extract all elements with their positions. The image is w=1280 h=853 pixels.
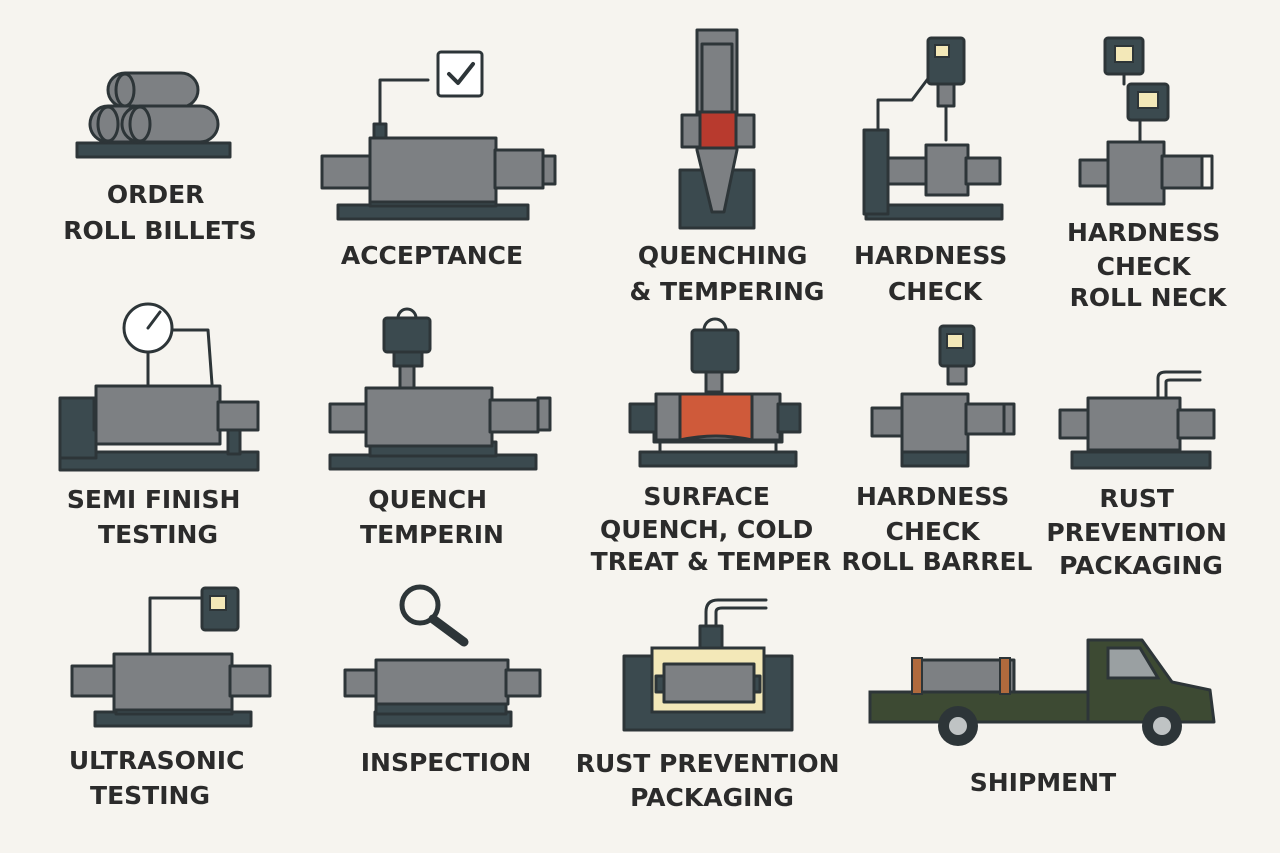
truck-icon [868, 638, 1216, 746]
quench-tempering-icon [328, 307, 552, 471]
ultrasonic-tester-icon [70, 586, 272, 728]
step-label-ultrasonic-testing: ULTRASONIC TESTING [69, 746, 253, 810]
surface-quench-icon [628, 317, 802, 468]
step-label-rust-prevention-packaging: RUST PREVENTION PACKAGING [1046, 484, 1235, 580]
acceptance-icon [320, 50, 557, 221]
step-label-quenching-tempering: QUENCHING & TEMPERING [630, 241, 825, 306]
step-label-rust-prevention-packaging-2: RUST PREVENTION PACKAGING [576, 749, 849, 812]
semi-finish-tester-icon [58, 302, 260, 472]
step-label-hardness-check: HARDNESS CHECK [854, 241, 1016, 306]
step-label-quench-temperin: QUENCH TEMPERIN [360, 485, 504, 549]
hardness-tester-roll-neck-icon [1078, 36, 1214, 206]
step-label-shipment: SHIPMENT [970, 768, 1116, 797]
quenching-furnace-icon [678, 28, 756, 230]
hardness-tester-roll-barrel-icon [870, 324, 1016, 468]
step-label-hardness-check-roll-barrel: HARDNESS CHECK ROLL BARREL [842, 482, 1033, 576]
step-label-inspection: INSPECTION [361, 748, 532, 777]
step-label-acceptance: ACCEPTANCE [341, 241, 523, 270]
step-label-semi-finish-testing: SEMI FINISH TESTING [67, 485, 249, 549]
rust-packaging-box-icon [622, 598, 794, 732]
rust-prevention-icon [1058, 370, 1216, 470]
step-label-hardness-check-roll-neck: HARDNESS CHECK ROLL NECK [1067, 218, 1229, 312]
inspection-icon [343, 584, 542, 728]
roll-billets-icon [75, 71, 232, 159]
step-label-surface-quench: SURFACE QUENCH, COLD TREAT & TEMPER [591, 482, 832, 576]
hardness-tester-icon [862, 36, 1004, 221]
step-label-order-roll-billets: ORDER ROLL BILLETS [63, 180, 256, 245]
